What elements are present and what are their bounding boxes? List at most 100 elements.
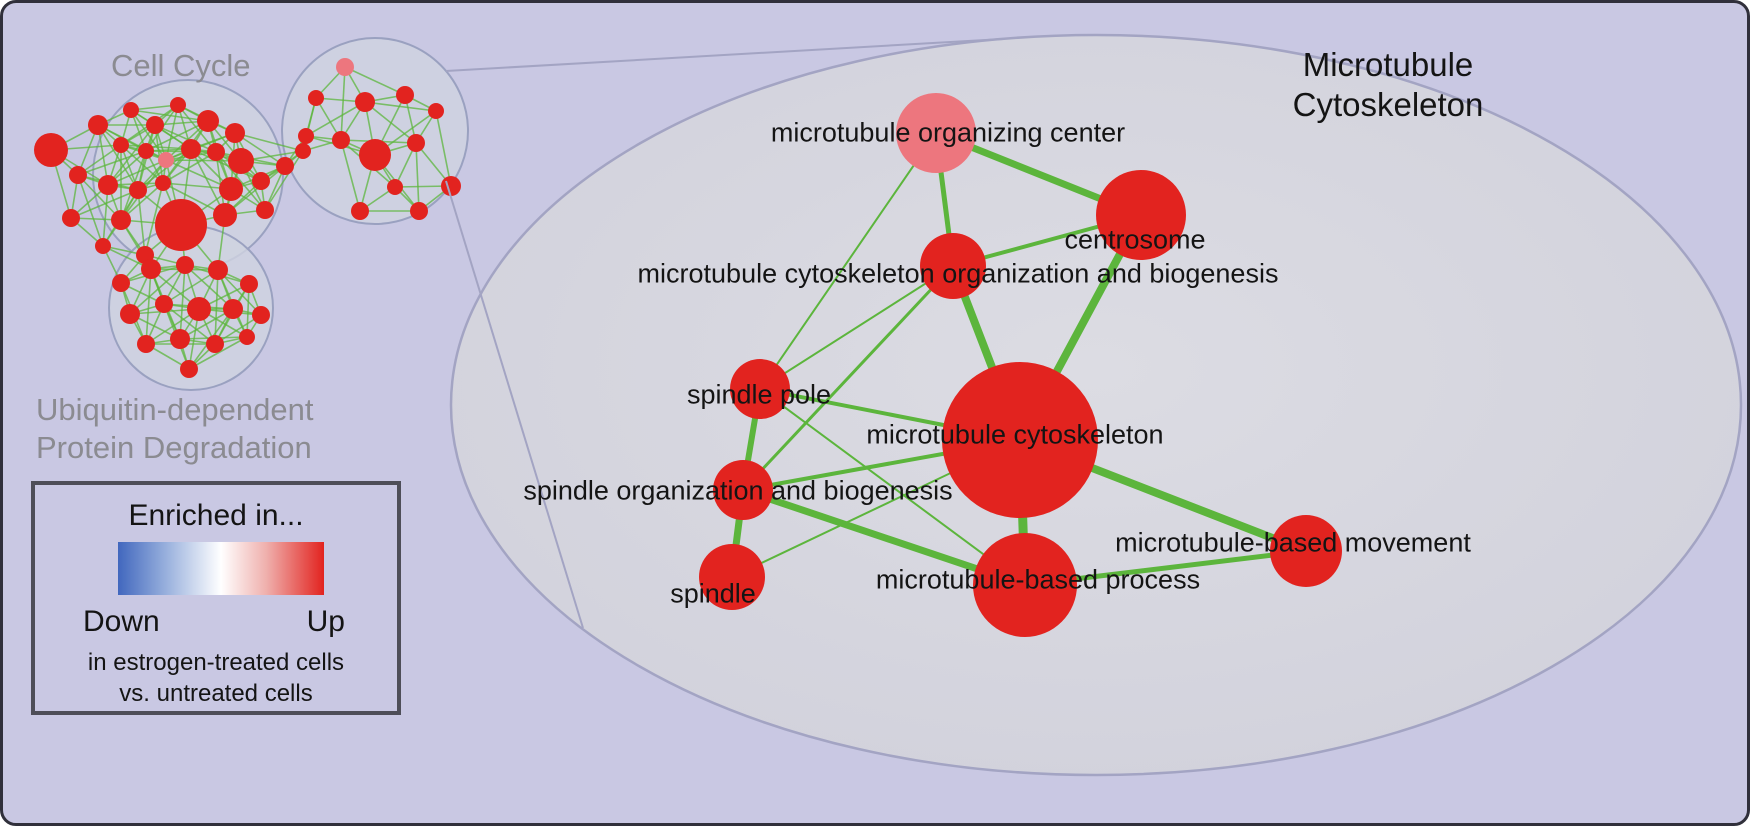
zoom-connector-lines bbox=[445, 38, 1004, 629]
overview-edge bbox=[188, 336, 248, 370]
overview-node bbox=[206, 335, 224, 353]
overview-edge bbox=[120, 144, 192, 150]
overview-edge bbox=[415, 142, 420, 212]
overview-node bbox=[176, 256, 194, 274]
overview-node bbox=[181, 139, 201, 159]
overview-edge bbox=[264, 150, 304, 211]
overview-node bbox=[155, 175, 171, 191]
overview-edge bbox=[340, 66, 346, 141]
overview-edge bbox=[154, 124, 164, 184]
detail-node-spindle-org bbox=[713, 460, 773, 520]
overview-edge bbox=[145, 120, 209, 152]
detail-ellipse bbox=[449, 33, 1743, 777]
overview-node bbox=[111, 210, 131, 230]
overview-edge bbox=[97, 124, 109, 186]
overview-node bbox=[146, 116, 164, 134]
overview-edge bbox=[340, 139, 361, 212]
overview-edge bbox=[179, 308, 234, 340]
overview-node bbox=[252, 306, 270, 324]
overview-edge bbox=[144, 182, 164, 256]
overview-node bbox=[332, 131, 350, 149]
overview-node bbox=[197, 110, 219, 132]
overview-node bbox=[120, 304, 140, 324]
overview-node bbox=[351, 202, 369, 220]
overview-node bbox=[170, 329, 190, 349]
overview-node bbox=[225, 123, 245, 143]
overview-node bbox=[113, 137, 129, 153]
detail-nodes bbox=[699, 93, 1342, 637]
overview-node bbox=[170, 97, 186, 113]
overview-node bbox=[155, 199, 207, 251]
overview-edge bbox=[97, 124, 139, 191]
overview-node bbox=[137, 335, 155, 353]
overview-node bbox=[252, 172, 270, 190]
detail-edge-moc--spindle-pole bbox=[759, 132, 937, 390]
overview-node bbox=[441, 176, 461, 196]
detail-node-mt-cytoskeleton bbox=[942, 362, 1098, 518]
overview-edge bbox=[190, 148, 226, 216]
overview-node bbox=[208, 260, 228, 280]
detail-edge-spindle-pole--process bbox=[759, 388, 1026, 586]
overview-node bbox=[98, 175, 118, 195]
detail-node-moc bbox=[896, 93, 976, 173]
overview-node bbox=[355, 92, 375, 112]
overview-node bbox=[410, 202, 428, 220]
detail-edge-orgbio--spindle-org bbox=[741, 264, 955, 492]
overview-node bbox=[240, 275, 258, 293]
overview-node bbox=[336, 58, 354, 76]
detail-edge-orgbio--spindle-pole bbox=[759, 265, 954, 390]
overview-edge bbox=[344, 66, 406, 96]
overview-node bbox=[62, 209, 80, 227]
overview-node bbox=[213, 203, 237, 227]
overview-node bbox=[88, 115, 108, 135]
overview-node bbox=[387, 179, 403, 195]
overview-node bbox=[112, 274, 130, 292]
overview-node bbox=[308, 90, 324, 106]
overview-node bbox=[129, 181, 147, 199]
detail-node-spindle-pole bbox=[730, 359, 790, 419]
overview-edge bbox=[177, 104, 217, 153]
overview-node bbox=[228, 148, 254, 174]
overview-nodes bbox=[34, 58, 461, 378]
overview-edge bbox=[70, 189, 139, 219]
overview-node bbox=[123, 102, 139, 118]
overview-node bbox=[158, 152, 174, 168]
overview-node bbox=[187, 297, 211, 321]
overview-node bbox=[239, 329, 255, 345]
overview-node bbox=[95, 238, 111, 254]
overview-edge bbox=[145, 268, 152, 345]
overview-edge bbox=[162, 151, 217, 184]
overview-node bbox=[69, 166, 87, 184]
overview-node bbox=[396, 86, 414, 104]
detail-node-spindle bbox=[699, 544, 765, 610]
overview-node bbox=[155, 295, 173, 313]
overview-edge bbox=[234, 132, 304, 152]
overview-node bbox=[298, 128, 314, 144]
network-canvas bbox=[34, 33, 1743, 777]
overview-node bbox=[407, 134, 425, 152]
detail-node-centrosome bbox=[1096, 170, 1186, 260]
overview-edge bbox=[364, 101, 437, 112]
overview-node bbox=[219, 177, 243, 201]
detail-node-movement bbox=[1270, 515, 1342, 587]
detail-node-process bbox=[973, 533, 1077, 637]
overview-edge bbox=[129, 264, 186, 315]
overview-edge bbox=[215, 151, 266, 211]
overview-node bbox=[141, 259, 161, 279]
overview-node bbox=[207, 143, 225, 161]
overview-node bbox=[180, 360, 198, 378]
overview-node bbox=[223, 299, 243, 319]
overview-node bbox=[276, 157, 294, 175]
overview-node bbox=[359, 139, 391, 171]
zoom-connector-line bbox=[445, 180, 584, 629]
overview-edge bbox=[214, 314, 262, 345]
overview-edge bbox=[102, 184, 109, 247]
zoom-connector-line bbox=[445, 38, 1004, 72]
overview-edge bbox=[217, 269, 262, 316]
overview-edge bbox=[305, 101, 366, 137]
overview-edge bbox=[163, 269, 219, 305]
overview-node bbox=[34, 133, 68, 167]
overview-edge bbox=[77, 150, 147, 176]
overview-edge bbox=[179, 264, 186, 340]
